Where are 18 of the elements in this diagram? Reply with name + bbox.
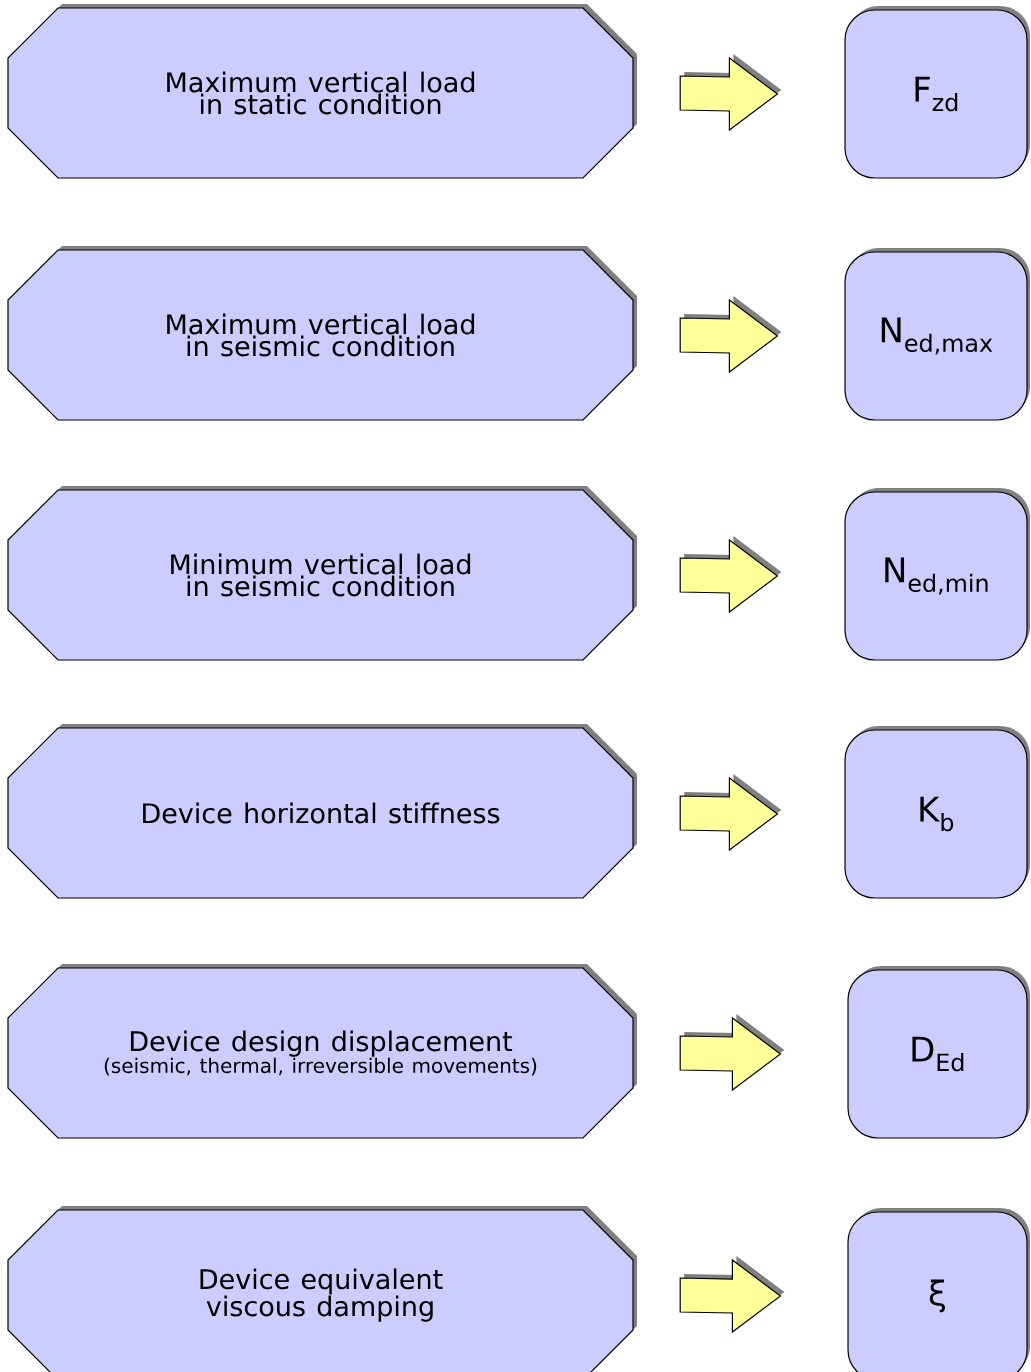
- block-arrow: [679, 1014, 785, 1092]
- rounded-box: N$_{ed,min}$: [844, 488, 1030, 661]
- octagon-box: Device design displacement (seismic, thermal, irreversible movements): [7, 964, 637, 1139]
- rounded-box: N$_{ed,max}$: [844, 248, 1030, 421]
- block-arrow: [679, 54, 782, 132]
- block-arrow: [679, 1256, 785, 1334]
- block-arrow: [679, 774, 782, 852]
- octagon-box: Device horizontal stiffness: [7, 724, 637, 899]
- block-arrow: [679, 536, 782, 614]
- block-arrow: [679, 296, 782, 374]
- octagon-box: Maximum vertical load in seismic condition: [7, 246, 637, 421]
- rounded-box: K$_{b}$: [844, 726, 1030, 899]
- rounded-box: D$_{Ed}$: [847, 966, 1030, 1139]
- octagon-box: Device equivalent viscous damping: [7, 1206, 637, 1372]
- rounded-box: ξ: [847, 1208, 1030, 1372]
- octagon-box: Minimum vertical load in seismic condition: [7, 486, 637, 661]
- octagon-box: Maximum vertical load in static condition: [7, 4, 637, 179]
- rounded-box: F$_{zd}$: [844, 6, 1030, 179]
